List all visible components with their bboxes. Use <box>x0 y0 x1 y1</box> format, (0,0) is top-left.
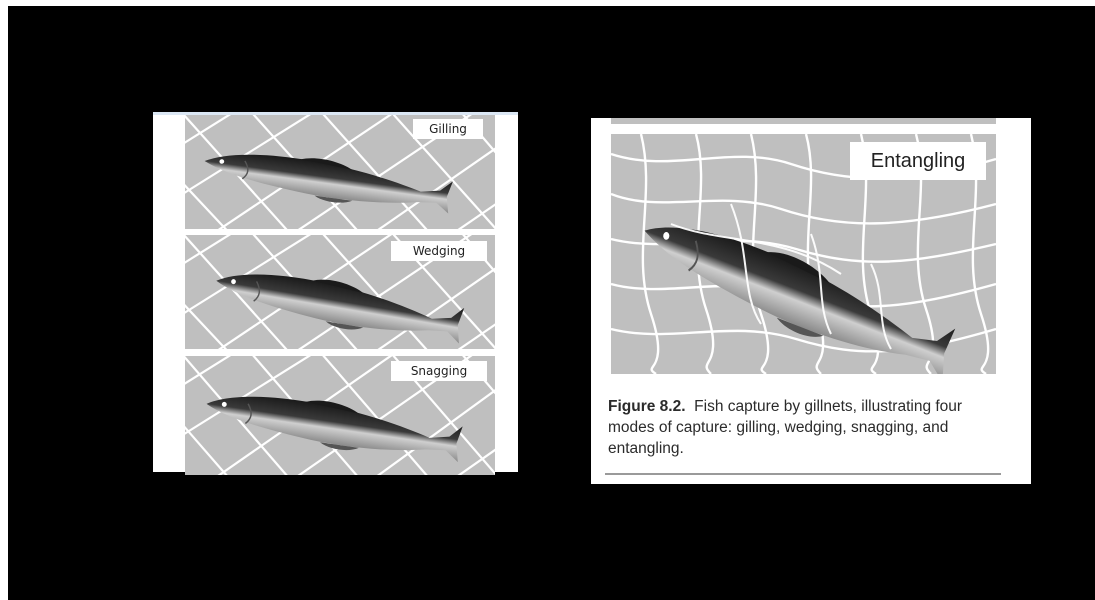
entangling-panel: Entangling <box>611 134 996 374</box>
left-figure: Gilling <box>153 112 518 472</box>
panel-label: Wedging <box>391 241 487 261</box>
panel-label: Entangling <box>850 142 986 180</box>
caption-divider <box>605 473 1001 475</box>
figure-number: Figure 8.2. <box>608 398 686 415</box>
panel-label: Gilling <box>413 119 483 139</box>
panel-label: Snagging <box>391 361 487 381</box>
figure-caption: Figure 8.2. Fish capture by gillnets, il… <box>608 396 1008 459</box>
wedging-panel: Wedging <box>185 235 495 349</box>
snagging-panel: Snagging <box>185 356 495 475</box>
gilling-panel: Gilling <box>185 115 495 229</box>
black-background: Gilling <box>8 6 1095 600</box>
net-top-strip <box>611 118 996 124</box>
right-figure: Entangling Figure 8.2. Fish capture by g… <box>591 118 1031 484</box>
